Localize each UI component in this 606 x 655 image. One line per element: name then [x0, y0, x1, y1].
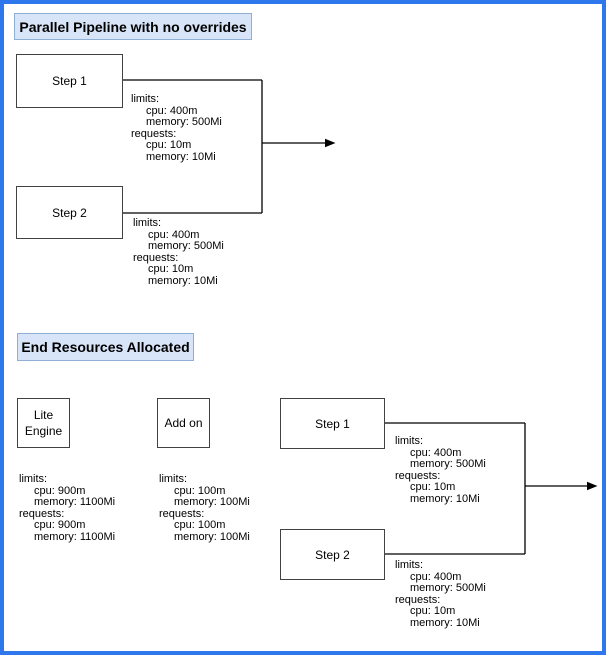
lite-engine-box: Lite Engine — [17, 398, 70, 448]
lite-engine-label-line1: Lite — [33, 408, 54, 422]
addon-label: Add on — [164, 416, 203, 430]
resource-line: requests: — [131, 127, 177, 140]
resource-line: cpu: 10m — [146, 139, 192, 152]
lite-engine-resources: limits: cpu: 900m memory: 1100Mi request… — [19, 473, 116, 544]
resource-line: memory: 10Mi — [146, 150, 216, 163]
bottom-step1-label: Step 1 — [315, 416, 350, 431]
resource-line: memory: 1100Mi — [34, 530, 116, 543]
addon-box: Add on — [157, 398, 210, 448]
resource-line: memory: 100Mi — [174, 530, 250, 543]
resource-line: memory: 100Mi — [174, 496, 250, 509]
resource-line: limits: — [395, 559, 424, 571]
resource-line: memory: 10Mi — [410, 616, 480, 629]
resource-line: cpu: 100m — [174, 484, 226, 497]
top-step1-label: Step 1 — [52, 74, 87, 88]
arrowhead-top-icon — [325, 138, 336, 148]
resource-line: limits: — [131, 93, 160, 105]
resource-line: cpu: 10m — [410, 481, 456, 494]
resource-line: cpu: 900m — [34, 519, 86, 532]
resource-line: requests: — [395, 593, 441, 606]
resource-line: memory: 500Mi — [146, 116, 222, 129]
addon-resources: limits: cpu: 100m memory: 100Mi requests… — [159, 473, 250, 544]
resource-line: limits: — [19, 473, 48, 485]
top-step1-box: Step 1 — [16, 54, 123, 108]
lite-engine-label-line2: Engine — [24, 424, 63, 438]
resource-line: requests: — [159, 507, 205, 520]
section-title-parallel-pipeline: Parallel Pipeline with no overrides — [14, 13, 252, 40]
resource-line: cpu: 100m — [174, 519, 226, 532]
resource-line: cpu: 400m — [410, 446, 462, 459]
bottom-step2-label: Step 2 — [315, 547, 350, 562]
section-title-text: End Resources Allocated — [21, 339, 190, 355]
resource-line: memory: 500Mi — [410, 582, 486, 595]
top-step1-resources: limits: cpu: 400m memory: 500Mi requests… — [131, 93, 222, 164]
resource-line: memory: 500Mi — [410, 458, 486, 471]
section-title-text: Parallel Pipeline with no overrides — [19, 18, 247, 35]
resource-line: cpu: 10m — [410, 605, 456, 618]
bottom-step2-box: Step 2 — [280, 529, 385, 580]
arrowhead-bottom-icon — [587, 481, 598, 491]
top-step2-box: Step 2 — [16, 186, 123, 239]
resource-line: requests: — [19, 507, 65, 520]
resource-line: cpu: 400m — [148, 228, 200, 241]
resource-line: limits: — [395, 435, 424, 447]
section-title-end-resources: End Resources Allocated — [17, 333, 194, 361]
resource-line: memory: 10Mi — [148, 274, 218, 287]
bottom-step1-resources: limits: cpu: 400m memory: 500Mi requests… — [395, 435, 486, 506]
top-step2-resources: limits: cpu: 400m memory: 500Mi requests… — [133, 217, 224, 288]
resource-line: cpu: 400m — [410, 570, 462, 583]
resource-line: cpu: 10m — [148, 263, 194, 276]
resource-line: limits: — [159, 473, 188, 485]
resource-line: cpu: 900m — [34, 484, 86, 497]
resource-line: memory: 10Mi — [410, 492, 480, 505]
resource-line: cpu: 400m — [146, 104, 198, 117]
resource-line: memory: 1100Mi — [34, 496, 116, 509]
resource-line: memory: 500Mi — [148, 240, 224, 253]
resource-line: requests: — [395, 469, 441, 482]
bottom-step2-resources: limits: cpu: 400m memory: 500Mi requests… — [395, 559, 486, 630]
top-step2-label: Step 2 — [52, 205, 87, 220]
bottom-step1-box: Step 1 — [280, 398, 385, 449]
resource-line: limits: — [133, 217, 162, 229]
resource-line: requests: — [133, 251, 179, 264]
